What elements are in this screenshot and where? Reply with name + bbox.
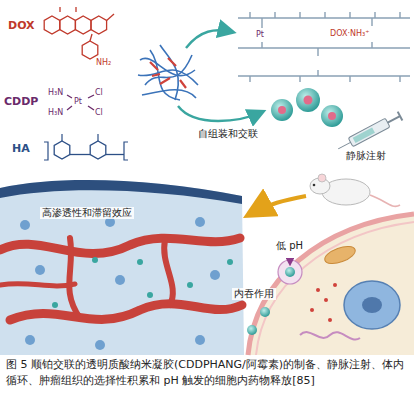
atom-label: Pt	[74, 97, 82, 106]
atom-label: Cl	[95, 88, 103, 97]
atom-label: H₃N	[48, 108, 63, 117]
atom-label: H₃N	[48, 88, 63, 97]
step-label: 静脉注射	[346, 150, 386, 162]
molecule-name: DOX	[8, 20, 35, 33]
atom-label: Pt	[256, 30, 264, 39]
atom-label: DOX·NH₃⁺	[330, 29, 369, 38]
step-label: 高渗透性和滞留效应	[40, 207, 134, 219]
step-label: 低 pH	[276, 240, 303, 252]
step-label: 内吞作用	[232, 288, 276, 300]
molecule-name: HA	[12, 143, 30, 156]
atom-label: Cl	[95, 108, 103, 117]
molecule-name: CDDP	[4, 96, 38, 109]
atom-label: NH₂	[96, 58, 111, 67]
figure-caption: 图 5 顺铂交联的透明质酸纳米凝胶(CDDPHANG/阿霉素)的制备、静脉注射、…	[6, 357, 408, 389]
step-label: 自组装和交联	[198, 128, 258, 140]
